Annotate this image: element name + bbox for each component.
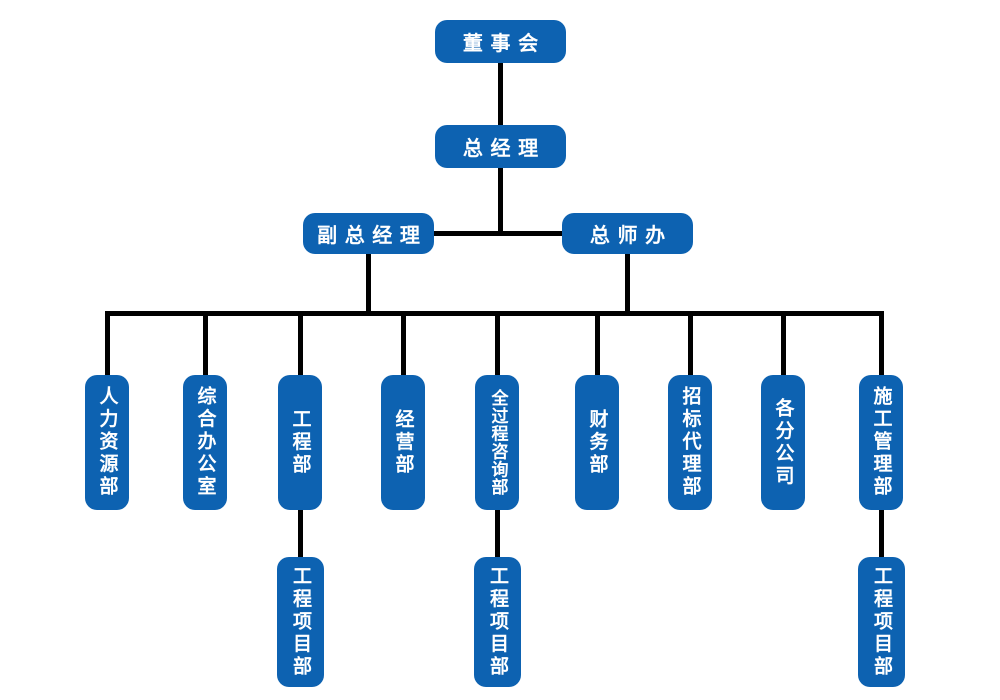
node-label: 工程项目部	[871, 565, 893, 679]
connector-line	[595, 311, 600, 377]
node-project-department-1: 工程项目部	[277, 557, 324, 687]
node-label: 经营部	[392, 408, 415, 477]
node-hr-department: 人力资源部	[85, 375, 129, 510]
connector-line	[105, 311, 884, 316]
connector-line	[298, 508, 303, 559]
connector-line	[688, 311, 693, 377]
node-label: 董事会	[462, 31, 546, 55]
node-label: 总师办	[589, 223, 673, 247]
connector-line	[498, 61, 503, 127]
node-engineering-department: 工程部	[278, 375, 322, 510]
node-general-office: 综合办公室	[183, 375, 227, 510]
connector-line	[495, 311, 500, 377]
node-label: 施工管理部	[870, 386, 893, 499]
connector-line	[625, 252, 630, 316]
node-bidding-agency-department: 招标代理部	[668, 375, 712, 510]
node-operations-department: 经营部	[381, 375, 425, 510]
connector-line	[781, 311, 786, 377]
node-label: 工程项目部	[290, 565, 312, 679]
node-board-of-directors: 董事会	[435, 20, 566, 63]
node-label: 总经理	[462, 136, 546, 160]
node-branch-companies: 各分公司	[761, 375, 805, 510]
connector-line	[401, 311, 406, 377]
node-whole-process-consulting-department: 全过程咨询部	[475, 375, 519, 510]
node-project-department-3: 工程项目部	[858, 557, 905, 687]
node-general-manager: 总经理	[435, 125, 566, 168]
connector-line	[430, 231, 567, 236]
node-label: 副总经理	[317, 223, 428, 247]
node-label: 综合办公室	[194, 386, 217, 499]
node-label: 招标代理部	[679, 386, 702, 499]
connector-line	[105, 311, 110, 377]
connector-line	[498, 166, 503, 236]
connector-line	[879, 508, 884, 559]
node-label: 全过程咨询部	[487, 388, 508, 497]
node-finance-department: 财务部	[575, 375, 619, 510]
node-label: 人力资源部	[96, 386, 119, 499]
node-construction-management-department: 施工管理部	[859, 375, 903, 510]
node-label: 各分公司	[772, 397, 795, 488]
connector-line	[298, 311, 303, 377]
node-chief-engineer-office: 总师办	[562, 213, 693, 254]
node-project-department-2: 工程项目部	[474, 557, 521, 687]
node-label: 财务部	[586, 408, 609, 477]
connector-line	[366, 252, 371, 316]
connector-line	[879, 311, 884, 377]
connector-line	[203, 311, 208, 377]
node-deputy-general-manager: 副总经理	[303, 213, 434, 254]
connector-line	[495, 508, 500, 559]
node-label: 工程部	[289, 408, 312, 477]
node-label: 工程项目部	[487, 565, 509, 679]
